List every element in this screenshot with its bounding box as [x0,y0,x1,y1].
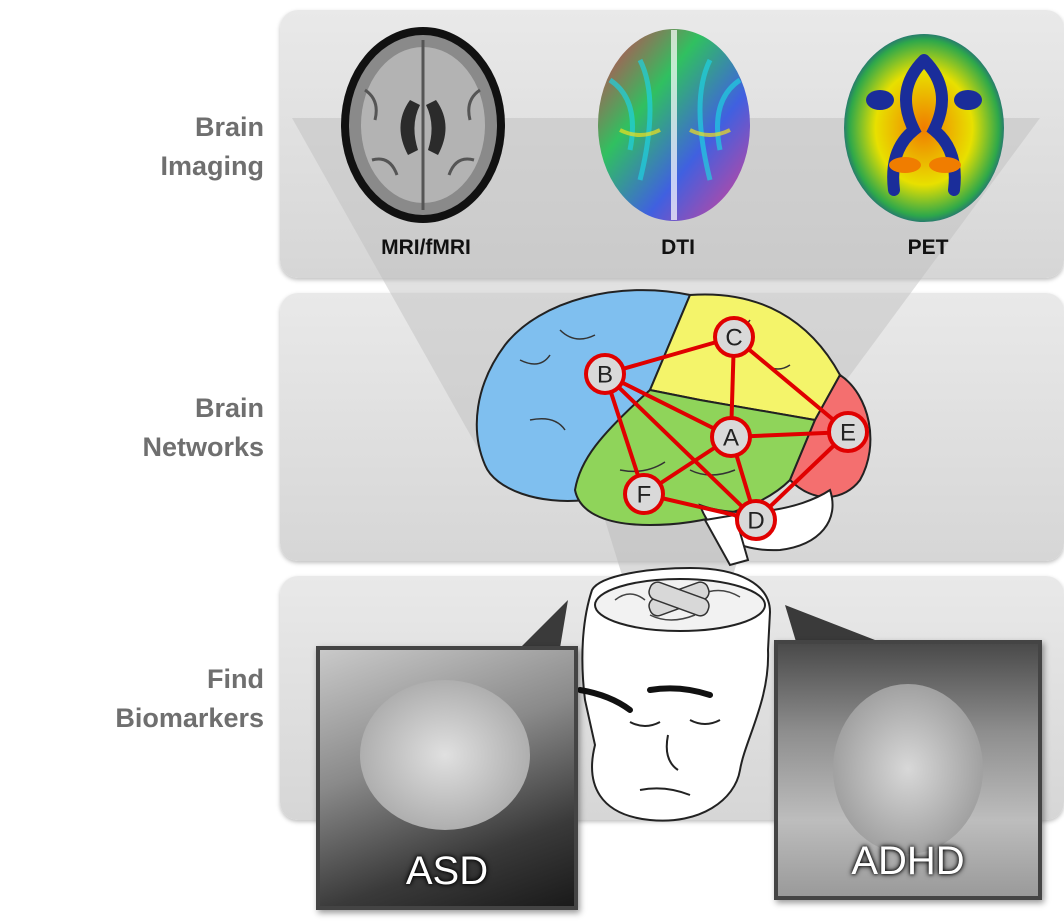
asd-photo-label: ASD [405,849,489,893]
edge-B-D [603,372,758,522]
edge-B-F [603,373,646,495]
node-F: F [623,473,665,515]
adhd-child-face [833,684,983,854]
pet-label: PET [907,236,949,259]
node-B: B [584,353,626,395]
network-nodes: A B C D E F [584,316,869,541]
brain-networks-label: Brain Networks [142,393,264,462]
pet-brain-image [844,34,1004,222]
node-E: E [827,411,869,453]
node-circle-D [735,499,777,541]
edge-B-A [604,372,732,439]
node-label-A: A [723,425,739,452]
asd-photo: ASD [316,646,578,910]
brain-imaging-label: Brain Imaging [160,112,264,181]
node-circle-A [710,416,752,458]
node-label-F: F [637,482,652,509]
edge-B-C [604,335,735,376]
adhd-photo-label: ADHD [851,839,965,883]
node-C: C [713,316,755,358]
node-label-C: C [725,325,742,352]
mri-label: MRI/fMRI [381,236,471,259]
dti-label: DTI [661,236,695,259]
dti-brain-image [598,29,750,221]
edge-C-E [732,335,850,434]
node-label-E: E [840,420,856,447]
find-biomarkers-label: Find Biomarkers [115,664,264,733]
node-label-B: B [597,362,613,389]
mri-brain-image [341,27,505,223]
node-D: D [735,499,777,541]
frontal-lobe [475,289,692,502]
adhd-photo: ADHD [774,640,1042,900]
node-circle-F [623,473,665,515]
node-A: A [710,416,752,458]
node-label-D: D [747,508,764,535]
node-circle-C [713,316,755,358]
edge-D-E [754,430,850,522]
asd-child-face [360,680,530,830]
node-circle-B [584,353,626,395]
asd-bubble-tail [520,600,568,648]
head-illustration [577,566,772,822]
node-circle-E [827,411,869,453]
